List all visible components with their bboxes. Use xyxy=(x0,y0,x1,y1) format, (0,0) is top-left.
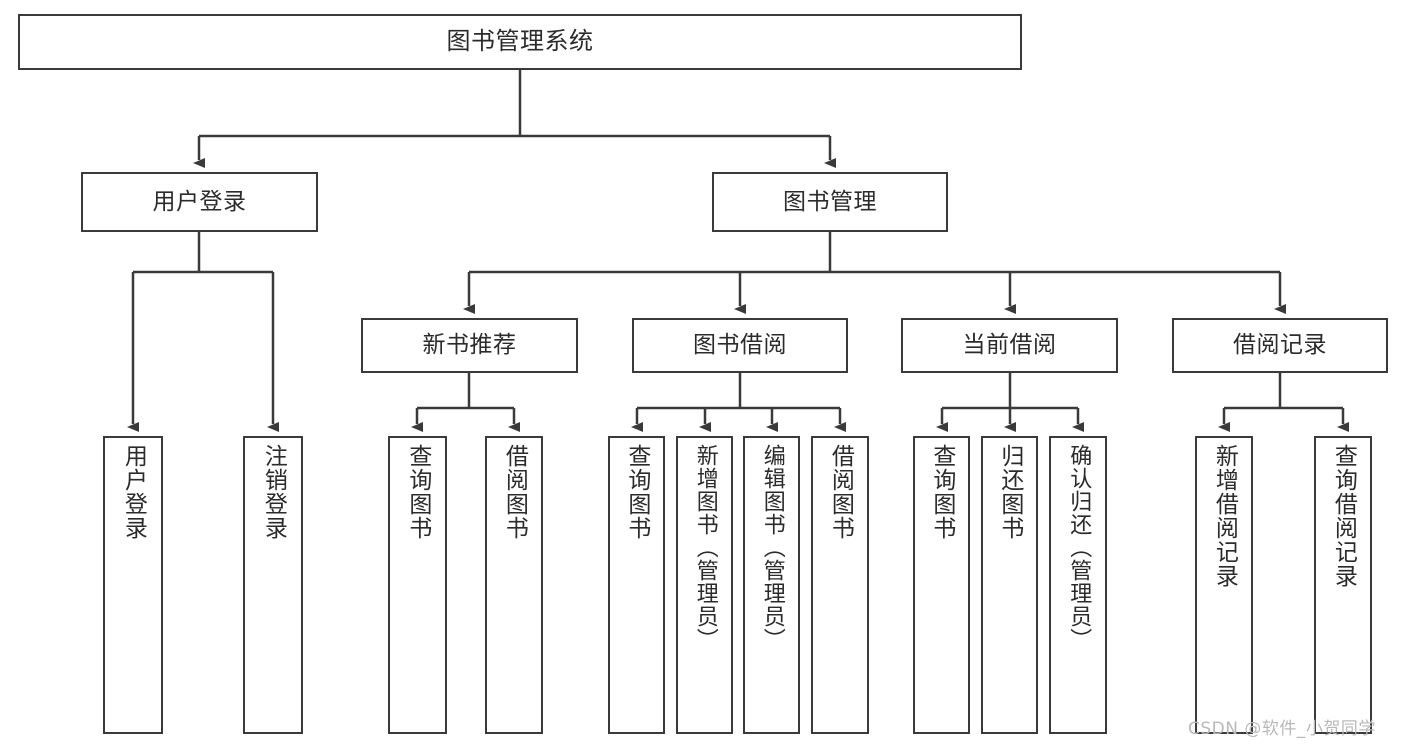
leaf-add-book-admin[interactable]: 新增图书（管理员） xyxy=(676,436,733,734)
leaf-label: 查询借阅记录 xyxy=(1330,444,1357,588)
leaf-query-book-borrow[interactable]: 查询图书 xyxy=(608,436,665,734)
leaf-query-book-recommend[interactable]: 查询图书 xyxy=(388,436,447,734)
node-label: 借阅记录 xyxy=(1233,332,1327,359)
leaf-user-login[interactable]: 用户登录 xyxy=(103,436,163,734)
node-user-login[interactable]: 用户登录 xyxy=(81,172,318,232)
leaf-logout[interactable]: 注销登录 xyxy=(243,436,303,734)
node-label: 图书借阅 xyxy=(693,332,787,359)
leaf-return-book[interactable]: 归还图书 xyxy=(981,436,1038,734)
leaf-label: 编辑图书（管理员） xyxy=(759,444,785,651)
node-label: 图书管理系统 xyxy=(446,27,594,56)
node-borrow-record[interactable]: 借阅记录 xyxy=(1172,318,1388,373)
node-label: 用户登录 xyxy=(152,188,247,215)
leaf-query-book-current[interactable]: 查询图书 xyxy=(913,436,970,734)
leaf-confirm-return-admin[interactable]: 确认归还（管理员） xyxy=(1049,436,1107,734)
node-new-book-recommend[interactable]: 新书推荐 xyxy=(361,318,578,373)
leaf-borrow-book-recommend[interactable]: 借阅图书 xyxy=(485,436,543,734)
leaf-label: 新增图书（管理员） xyxy=(692,444,718,651)
leaf-label: 查询图书 xyxy=(928,444,955,540)
leaf-label: 新增借阅记录 xyxy=(1211,444,1238,588)
leaf-label: 注销登录 xyxy=(260,444,287,540)
node-label: 图书管理 xyxy=(783,188,877,215)
node-book-management-system[interactable]: 图书管理系统 xyxy=(18,14,1022,70)
leaf-label: 确认归还（管理员） xyxy=(1066,444,1092,651)
leaf-borrow-book[interactable]: 借阅图书 xyxy=(811,436,869,734)
node-book-manage[interactable]: 图书管理 xyxy=(712,172,948,232)
leaf-query-borrow-record[interactable]: 查询借阅记录 xyxy=(1314,436,1372,734)
leaf-label: 借阅图书 xyxy=(827,444,854,540)
leaf-label: 查询图书 xyxy=(404,444,431,540)
node-current-borrow[interactable]: 当前借阅 xyxy=(901,318,1118,373)
csdn-watermark: CSDN @软件_小贺同学 xyxy=(1188,719,1376,739)
node-book-borrow[interactable]: 图书借阅 xyxy=(632,318,848,373)
leaf-add-borrow-record[interactable]: 新增借阅记录 xyxy=(1195,436,1253,734)
leaf-label: 用户登录 xyxy=(120,444,147,540)
node-label: 当前借阅 xyxy=(962,332,1057,359)
leaf-label: 归还图书 xyxy=(996,444,1023,540)
leaf-label: 借阅图书 xyxy=(501,444,528,540)
leaf-label: 查询图书 xyxy=(623,444,650,540)
leaf-edit-book-admin[interactable]: 编辑图书（管理员） xyxy=(743,436,800,734)
node-label: 新书推荐 xyxy=(422,332,517,359)
